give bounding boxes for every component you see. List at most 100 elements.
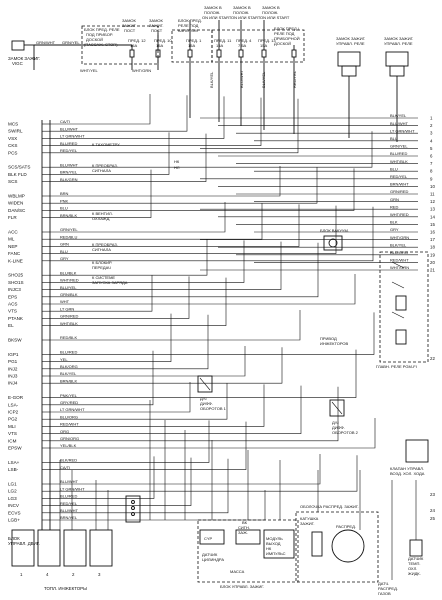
right-wire-number: 23 xyxy=(430,492,435,497)
sensor-a-label-2: ДИФФ. xyxy=(200,401,213,406)
rb-b-1: ДАТЧИК xyxy=(408,556,424,561)
right-wire-color: BLU/ORG xyxy=(390,250,408,255)
right-wire-number: 11 xyxy=(430,192,435,197)
right-wire-color: LT GRN/WHT xyxy=(390,128,415,133)
ecm-pin-label: FLR xyxy=(8,215,17,220)
wires xyxy=(50,57,418,580)
ecm-pin-label: ICM xyxy=(8,438,17,443)
ecm-wire xyxy=(50,458,229,514)
ecm-wire-color: BRN/BLK xyxy=(60,213,77,218)
note-converter-1: К ПРЕОБРАЗ. xyxy=(92,163,118,168)
ecm-pin-label: MLI xyxy=(8,424,16,429)
ecm-wire-color: BLK/RED xyxy=(60,458,77,463)
fuse-c-label-3: ON ИЛИ START xyxy=(202,15,232,20)
ecm-pin-label: LG3 xyxy=(8,496,17,501)
right-wire-number: 17 xyxy=(430,237,435,242)
sensor-b-label-2: ДИФФ. xyxy=(332,425,345,430)
ecm-wire xyxy=(50,240,245,283)
ecm-wire xyxy=(50,95,188,132)
wire-vert-label-2: BLU/WHT xyxy=(239,69,244,88)
ecm-pin-label: ACS xyxy=(8,302,17,307)
fuse-e-label-3: ON ИЛИ START xyxy=(260,15,290,20)
right-wire-color: BLU/WHT xyxy=(390,121,409,126)
ecm-wire-color: ORG xyxy=(60,429,69,434)
ground-label: МАССА xyxy=(230,569,245,574)
right-wire-number: 6 xyxy=(430,154,433,159)
relay-right-a: ЗАМОК ЗАЖИГ. УПРАВЛ. РЕЛЕ xyxy=(336,36,366,77)
ecm-pin-label: VTS xyxy=(8,431,17,436)
ecm-wire xyxy=(50,490,266,521)
right-wire-color: BLK/YEL xyxy=(390,242,407,247)
ecm-pin-label: WBLMP xyxy=(8,194,25,199)
ecm-wire xyxy=(50,205,337,254)
ecm-wire-color: WHT/BLK xyxy=(60,321,78,326)
idle-air-valve: КЛАПАН УПРАВЛ. ВОЗД. ХОЛ. ХОДА xyxy=(390,439,429,476)
ecm-pin-label: VSX xyxy=(8,136,17,141)
ecm-wire-color: LT GRN/WHT xyxy=(60,486,85,491)
ecm-wire xyxy=(50,349,357,398)
wire-vert-label-1: BLK/YEL xyxy=(209,71,214,88)
fuse-11-label: ПРЕД. 11 xyxy=(214,38,232,43)
distributor-inner-2: КАТУШКА xyxy=(300,516,319,521)
rb-b-2: ТЕМП. xyxy=(408,561,420,566)
ecm-wire xyxy=(50,202,226,233)
tdc-label-1: ВК xyxy=(242,520,248,525)
ecm-wire xyxy=(50,275,153,312)
igniter-label-3: НК xyxy=(266,546,272,551)
crank-label-1: ДАТЧИК xyxy=(202,552,218,557)
ecm-pin-label: EL xyxy=(8,323,14,328)
ecm-wire xyxy=(50,206,374,262)
note-charge-2: ЗАПУСКА ЗАРЯДА xyxy=(92,280,128,285)
fuse-13-label: ПРЕД. 13 xyxy=(258,38,276,43)
injector-number-1: 1 xyxy=(20,572,23,577)
right-wire-number: 16 xyxy=(430,230,435,235)
ecm-pin-label: LSA- xyxy=(8,402,19,407)
ecm-wire xyxy=(50,386,339,442)
fuse-block-left-label-2: ПОД ПРИБОР. xyxy=(86,32,113,37)
idle-air-label-2: ВОЗД. ХОЛ. ХОДА xyxy=(390,471,425,476)
right-wire-number: 12 xyxy=(430,199,435,204)
ecm-pin-label: EPSW xyxy=(8,446,22,451)
ecm-pin-label: ACC xyxy=(8,230,18,235)
ecm-pin-label: BKSW xyxy=(8,338,22,343)
fuse-e-label-2: ПОЛОЖ. xyxy=(262,10,278,15)
sensor-a: Д/Ч ДИФФ. ОБОРОТОВ 1 xyxy=(197,375,227,411)
fuse-relay-label-4: ДОСКОЙ xyxy=(274,41,291,46)
note-nl: НЛ xyxy=(174,165,180,170)
injector-number-4: 3 xyxy=(98,572,101,577)
right-bottom-labels: ДАТЧ. РАСПРЕД. ГАЗОВ ДАТЧИК ТЕМП. ОХЛ. Ж… xyxy=(378,539,424,596)
ecm-wire-color: WHT/RED xyxy=(60,278,79,283)
ecm-wire-color: BRN/YEL xyxy=(60,170,78,175)
right-wire-number: 10 xyxy=(430,184,435,189)
right-wire-color: RED/WHT xyxy=(390,258,409,263)
ecm-wire xyxy=(50,455,358,492)
ecm-pin-label: E-GOR xyxy=(8,395,24,400)
ecm-pin-label: CKS xyxy=(8,143,17,148)
ecm-wire-color: GRN/YEL xyxy=(60,227,78,232)
ecm-wire xyxy=(50,312,375,355)
ecm-wire xyxy=(50,457,192,506)
right-wire-color: BLU xyxy=(390,166,398,171)
ecm-wire xyxy=(50,241,282,290)
ecm-wire-color: WHT xyxy=(60,299,70,304)
fuse-relay-label-3: ПРИБОРНОЙ xyxy=(274,36,300,41)
right-wire-color: GRN/RED xyxy=(390,189,409,194)
ecm-wire-color: RED/YEL xyxy=(60,501,78,506)
note-block-1: К БЛОКИР. xyxy=(92,260,112,265)
fuse-12-rating: 15А xyxy=(130,43,137,48)
note-tachometer: К ТАХОМЕТРУ xyxy=(92,142,120,147)
wire-vert-label-3: BLK/YEL xyxy=(261,71,266,88)
right-wire-number: 7 xyxy=(430,161,433,166)
distributor: ОБОЛОЧКА РАСПРЕД. ЗАЖИГ. РАСПРЕД. КАТУШК… xyxy=(295,504,379,583)
note-converter2-2: СИГНАЛА xyxy=(92,247,111,252)
ecm-wire-color: PNK/YEL xyxy=(60,393,78,398)
ecm-wire-color: BLU/RED xyxy=(60,141,77,146)
ecm-wire xyxy=(50,239,208,276)
tdc-label-2: СИГН. xyxy=(238,525,250,530)
ecm-wire xyxy=(50,418,376,449)
ecm-wire xyxy=(50,274,356,305)
ecm-wire-color: GRN/BLK xyxy=(60,292,78,297)
ecm-wire xyxy=(50,203,263,240)
main-relay-label: ГЛАВН. РЕЛЕ PGM-FI xyxy=(376,364,417,369)
